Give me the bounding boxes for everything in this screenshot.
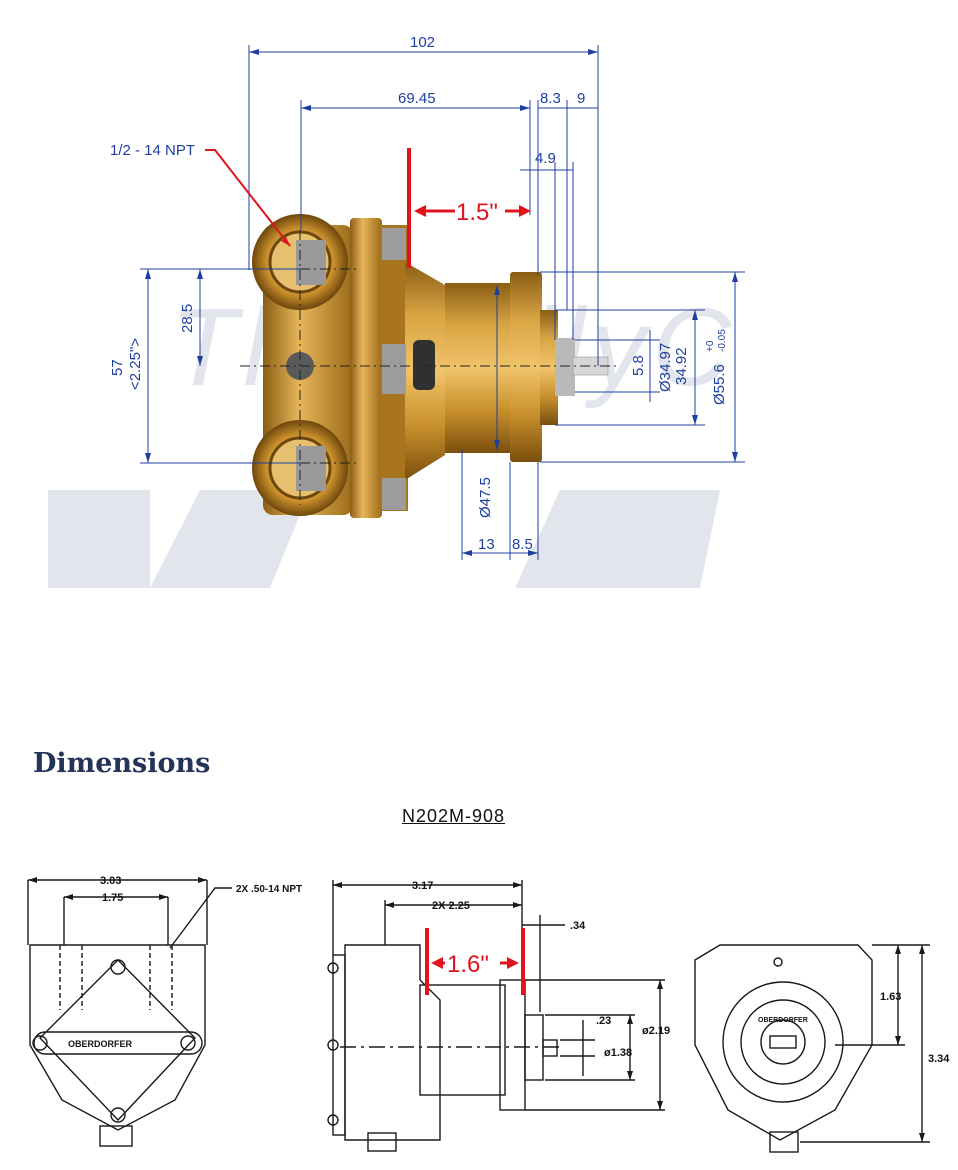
dim-pilot-hi: Ø34.97 <box>657 343 674 392</box>
side-34: .34 <box>570 920 586 932</box>
dim-to-flange: 69.45 <box>398 90 436 107</box>
end-brand: OBERDORFER <box>758 1017 808 1024</box>
end-view <box>694 944 930 1153</box>
section-title: Dimensions <box>33 748 211 779</box>
callout-1-6-text: 1.6" <box>447 951 489 978</box>
dim-4-9: 4.9 <box>535 150 556 167</box>
front-port-spacing: 1.75 <box>102 892 123 904</box>
dim-flange-dia: Ø55.6 <box>711 364 728 405</box>
front-brand: OBERDORFER <box>68 1039 133 1049</box>
side-23: .23 <box>596 1015 611 1027</box>
watermark-shape <box>48 490 720 588</box>
dim-body-dia: Ø47.5 <box>477 477 494 518</box>
dimension-arrows <box>145 49 738 556</box>
dim-pilot-lo: 34.92 <box>673 347 690 385</box>
front-width: 3.03 <box>100 875 121 887</box>
dim-flange-tol-plus: +0 <box>705 340 716 352</box>
callout-1-5: 1.5" <box>407 148 531 268</box>
dim-port-spacing: 28.5 <box>179 304 196 333</box>
pump-body <box>252 214 609 518</box>
port-leader <box>205 149 291 247</box>
front-view <box>27 879 232 1147</box>
side-length: 3.17 <box>412 880 433 892</box>
side-dia-138: ø1.38 <box>604 1047 632 1059</box>
side-view <box>327 880 665 1152</box>
dim-height: 57 <box>109 359 126 376</box>
side-to-flange: 2X 2.25 <box>432 900 470 912</box>
imperial-arrows <box>28 877 925 1142</box>
part-number: N202M-908 <box>402 806 506 826</box>
dim-13: 13 <box>478 536 495 553</box>
dim-8-5: 8.5 <box>512 536 533 553</box>
dim-overall-length: 102 <box>410 34 435 51</box>
end-334: 3.34 <box>928 1053 950 1065</box>
dim-height-in: <2.25"> <box>127 338 144 390</box>
end-163: 1.63 <box>880 991 901 1003</box>
dim-flange-tol-minus: -0.05 <box>717 329 728 352</box>
pump-drawing-metric: TheDailyC <box>48 34 745 588</box>
dim-9: 9 <box>577 90 585 107</box>
dim-shaft: 5.8 <box>630 355 647 376</box>
callout-1-6: 1.6" <box>425 928 525 995</box>
callout-1-5-text: 1.5" <box>456 199 498 226</box>
port-label: 1/2 - 14 NPT <box>110 142 195 159</box>
dim-8-3: 8.3 <box>540 90 561 107</box>
side-dia-219: ø2.19 <box>642 1025 670 1037</box>
dimension-labels: 1/2 - 14 NPT 102 69.45 8.3 9 4.9 13 8.5 … <box>109 34 728 553</box>
front-port-note: 2X .50-14 NPT <box>236 884 302 895</box>
dimension-lines <box>140 45 745 560</box>
imperial-labels: 3.03 1.75 2X .50-14 NPT OBERDORFER 3.17 … <box>68 875 950 1065</box>
